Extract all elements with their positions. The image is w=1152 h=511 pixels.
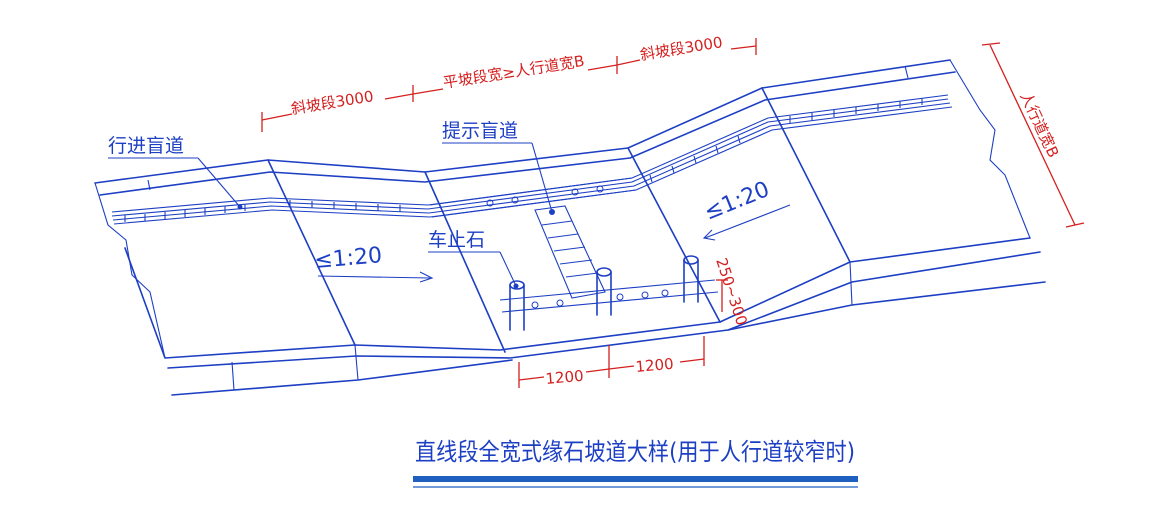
- dim-left-ramp: 斜坡段3000: [290, 87, 375, 118]
- label-guide-strip-group: 行进盲道: [108, 135, 243, 210]
- slope-right-label: ≤1:20: [701, 177, 773, 226]
- drawing-title: 直线段全宽式缘石坡道大样(用于人行道较窄时): [415, 438, 855, 466]
- title-underline-thick: [413, 476, 858, 482]
- bollard-2: [596, 267, 612, 316]
- dim-flat: 平坡段宽≥人行道宽B: [442, 52, 586, 92]
- slope-left-group: ≤1:20: [313, 243, 434, 283]
- slope-left-label: ≤1:20: [313, 243, 383, 274]
- dim-spacing-2: 1200: [635, 355, 675, 376]
- warning-tactile-strip: [429, 177, 719, 313]
- pavement-outline: [94, 59, 1046, 396]
- label-warning-strip-group: 提示盲道: [442, 120, 555, 215]
- label-warning-strip: 提示盲道: [442, 120, 518, 142]
- sidewalk-width-dimension: 人行道宽B: [981, 42, 1085, 228]
- top-dimension-chain: 斜坡段3000 平坡段宽≥人行道宽B 斜坡段3000: [261, 33, 757, 132]
- label-guide-strip: 行进盲道: [108, 135, 184, 157]
- bollard-3: [683, 255, 699, 303]
- bollards: [509, 255, 699, 331]
- dim-spacing-1: 1200: [545, 367, 585, 388]
- bollard-spacing-dimension: 1200 1200: [518, 336, 705, 388]
- label-bollard: 车止石: [428, 229, 485, 251]
- slope-right-group: ≤1:20: [701, 177, 791, 241]
- label-bollard-group: 车止石: [428, 229, 519, 289]
- bollard-1: [509, 280, 525, 331]
- drawing-title-group: 直线段全宽式缘石坡道大样(用于人行道较窄时): [413, 438, 858, 488]
- dim-right-ramp: 斜坡段3000: [639, 33, 724, 64]
